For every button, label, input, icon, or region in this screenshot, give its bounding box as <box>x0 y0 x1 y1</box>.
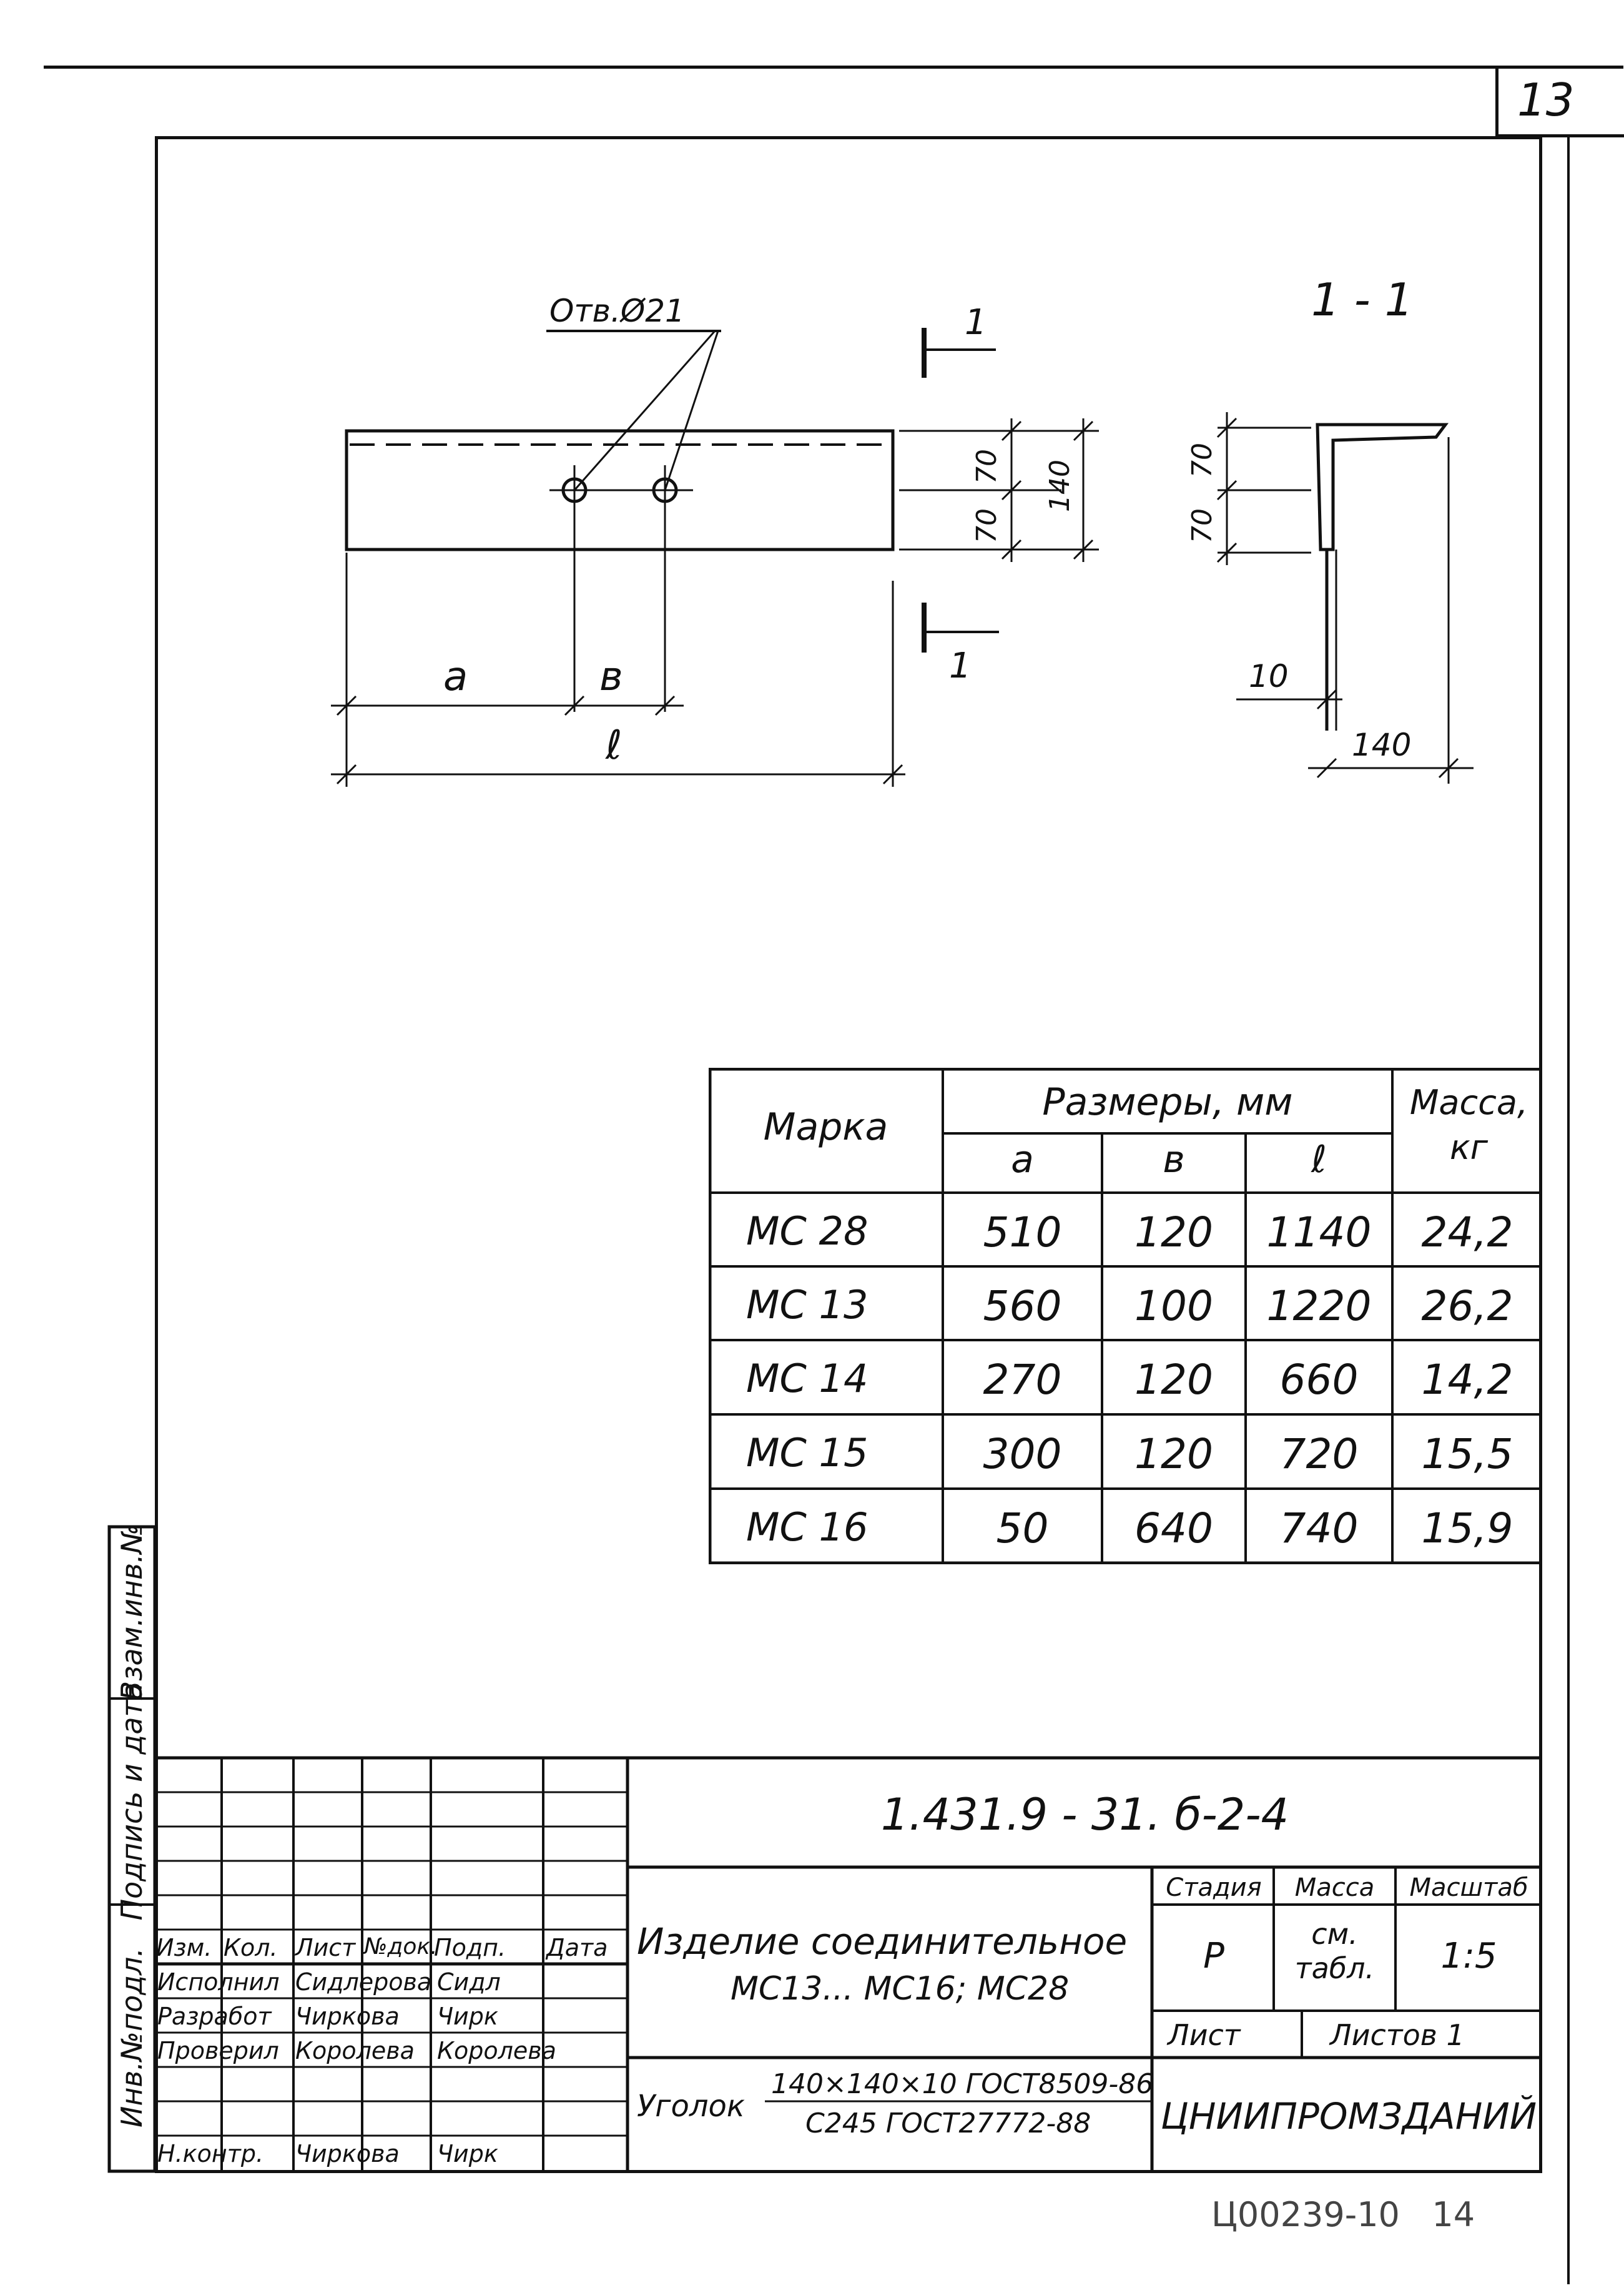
material-line1: 140×140×10 ГОСТ8509-86 <box>771 2068 1154 2100</box>
dim-s140: 140 <box>1352 727 1411 763</box>
dim-d140: 140 <box>1044 460 1076 512</box>
sheet-number-box-bottom <box>1495 134 1624 137</box>
product-name-1: Изделие соединительное <box>637 1920 1128 1963</box>
cell-a: 510 <box>983 1208 1062 1256</box>
cell-mass: 24,2 <box>1421 1208 1513 1256</box>
mass-label: Масса <box>1294 1873 1375 1902</box>
th-mark: Марка <box>763 1105 888 1149</box>
sheets-label: Листов 1 <box>1330 2018 1465 2052</box>
sheet-label: Лист <box>1168 2018 1241 2052</box>
section-mark-bottom: 1 <box>949 646 972 686</box>
tb-sign-3: Королева <box>437 2037 556 2064</box>
stage-label: Стадия <box>1166 1873 1262 1902</box>
th-dims: Размеры, мм <box>1042 1080 1293 1124</box>
tb-sign-2: Чирк <box>437 2003 498 2030</box>
cell-mass: 26,2 <box>1421 1282 1513 1330</box>
archive-number: Ц00239-10 14 <box>1211 2195 1475 2234</box>
angle-plan-view <box>345 429 895 551</box>
dim-d70b: 70 <box>971 508 1003 543</box>
dim-b: в <box>599 654 623 700</box>
dim-l: ℓ <box>605 722 622 769</box>
cell-l: 1220 <box>1266 1282 1372 1330</box>
hole-label: Отв.Ø21 <box>549 293 685 329</box>
tb-role-4: Н.контр. <box>157 2140 264 2167</box>
th-l: ℓ <box>1311 1138 1327 1181</box>
th-mass: Масса, кг <box>1409 1083 1528 1167</box>
cell-b: 120 <box>1134 1430 1213 1478</box>
doc-code: 1.431.9 - 31. б-2-4 <box>880 1789 1289 1840</box>
angle-section-profile <box>1316 423 1449 551</box>
cell-mark: МС 15 <box>746 1430 869 1476</box>
tb-role-1: Исполнил <box>157 1968 280 1996</box>
tb-head-kol: Кол. <box>224 1934 278 1961</box>
organization: ЦНИИПРОМЗДАНИЙ <box>1160 2095 1537 2138</box>
mass-value-1: см. <box>1311 1917 1358 1951</box>
cell-mark: МС 14 <box>746 1356 869 1401</box>
scale-value: 1:5 <box>1440 1936 1497 1976</box>
th-a: a <box>1011 1138 1034 1181</box>
dim-s70b: 70 <box>1186 508 1218 543</box>
tb-role-2: Разработ <box>157 2003 272 2030</box>
product-name-2: МС13... МС16; МС28 <box>731 1970 1070 2008</box>
drawing-area: Отв.Ø21 1 1 1 - 1 a в ℓ 70 70 140 70 70 … <box>331 274 1474 787</box>
cell-mark: МС 16 <box>746 1504 869 1550</box>
tb-head-data: Дата <box>546 1934 608 1961</box>
table-row: МС 28 510 120 1140 24,2 <box>709 1193 1542 1266</box>
table-row: МС 13 560 100 1220 26,2 <box>709 1266 1542 1340</box>
stage-value: Р <box>1203 1936 1224 1976</box>
dim-a: a <box>443 654 468 700</box>
tb-sign-4: Чирк <box>437 2140 498 2167</box>
cell-mass: 14,2 <box>1421 1356 1513 1404</box>
tb-head-izm: Изм. <box>156 1934 212 1961</box>
dim-s70a: 70 <box>1186 443 1218 478</box>
cell-b: 640 <box>1134 1504 1213 1552</box>
cell-mass: 15,9 <box>1421 1504 1513 1552</box>
material-prefix: Уголок <box>637 2089 745 2124</box>
cell-b: 120 <box>1134 1208 1213 1256</box>
cell-mass: 15,5 <box>1421 1430 1513 1478</box>
cell-a: 300 <box>983 1430 1062 1478</box>
mass-value-2: табл. <box>1294 1951 1375 1985</box>
dim-d70a: 70 <box>971 449 1003 484</box>
tb-name-2: Чиркова <box>295 2003 400 2030</box>
scale-label: Масштаб <box>1409 1873 1528 1902</box>
section-mark-top: 1 <box>965 302 987 343</box>
tb-head-podp: Подп. <box>434 1934 506 1961</box>
top-rule <box>44 66 1623 69</box>
tb-head-ndok: №док. <box>364 1934 438 1960</box>
tb-name-1: Сидлерова <box>295 1968 432 1996</box>
table-row: МС 16 50 640 740 15,9 <box>709 1489 1542 1562</box>
side-stamp-grid <box>107 1525 157 2173</box>
tb-role-3: Проверил <box>157 2037 279 2064</box>
table-row: МС 14 270 120 660 14,2 <box>709 1340 1542 1414</box>
spec-table: Марка Размеры, мм Масса, кг a в ℓ МС 28 … <box>709 1068 1542 1564</box>
dim-s10: 10 <box>1249 658 1289 694</box>
cell-l: 740 <box>1279 1504 1359 1552</box>
section-title: 1 - 1 <box>1311 274 1413 326</box>
cell-b: 120 <box>1134 1356 1213 1404</box>
right-margin-line <box>1567 136 1570 2284</box>
tb-name-3: Королева <box>295 2037 415 2064</box>
tb-head-list: Лист <box>295 1934 356 1961</box>
sheet-number-box <box>1495 66 1499 137</box>
th-b: в <box>1163 1138 1185 1181</box>
cell-l: 1140 <box>1266 1208 1372 1256</box>
cell-l: 660 <box>1279 1356 1359 1404</box>
material-line2: С245 ГОСТ27772-88 <box>805 2108 1091 2139</box>
cell-a: 270 <box>983 1356 1062 1404</box>
table-row: МС 15 300 120 720 15,5 <box>709 1414 1542 1488</box>
tb-name-4: Чиркова <box>295 2140 400 2167</box>
tb-sign-1: Сидл <box>437 1968 501 1996</box>
cell-b: 100 <box>1134 1282 1213 1330</box>
sheet-number: 13 <box>1517 74 1575 126</box>
cell-a: 50 <box>996 1504 1049 1552</box>
spec-table-grid <box>709 1068 1542 1564</box>
cell-a: 560 <box>983 1282 1062 1330</box>
cell-l: 720 <box>1279 1430 1359 1478</box>
cell-mark: МС 13 <box>746 1282 869 1328</box>
cell-mark: МС 28 <box>746 1208 869 1254</box>
